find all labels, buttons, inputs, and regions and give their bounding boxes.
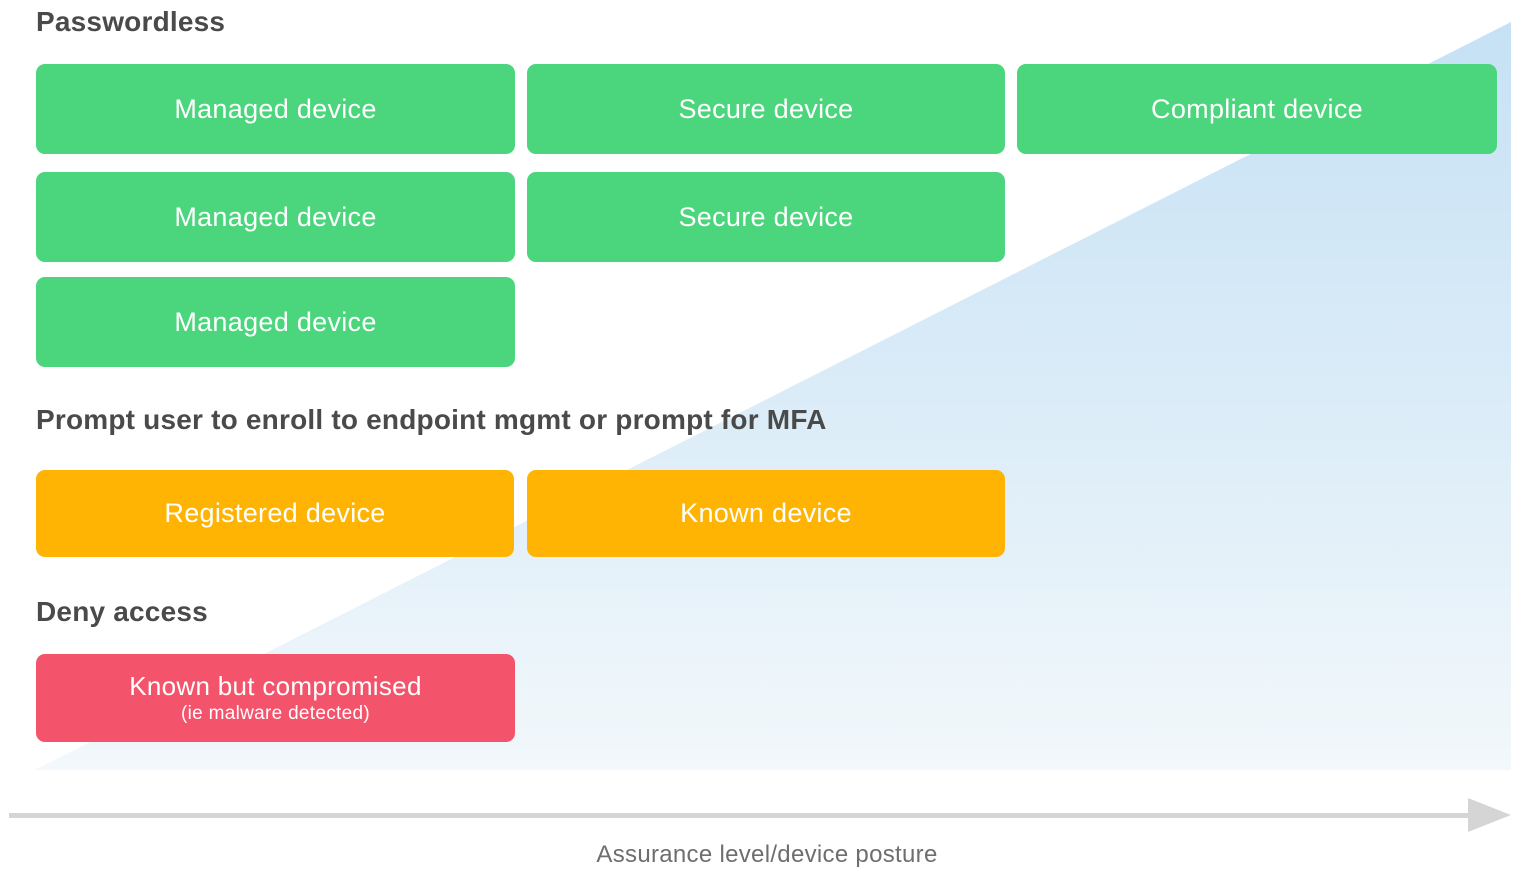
assurance-axis-label: Assurance level/device posture (596, 841, 938, 868)
box-managed-device-row1: Managed device (36, 64, 515, 154)
section-heading-deny-access: Deny access (36, 596, 208, 627)
assurance-axis-line (9, 813, 1470, 818)
section-heading-passwordless: Passwordless (36, 6, 226, 37)
box-label: Registered device (164, 498, 386, 528)
box-known-device: Known device (527, 470, 1005, 557)
box-secure-device-row2: Secure device (527, 172, 1005, 262)
box-label: Secure device (678, 201, 854, 232)
box-label: Secure device (678, 93, 854, 124)
box-compliant-device-row1: Compliant device (1017, 64, 1497, 154)
section-heading-prompt-enroll-mfa: Prompt user to enroll to endpoint mgmt o… (36, 404, 827, 435)
box-label: Managed device (174, 93, 377, 124)
box-label: Managed device (174, 306, 377, 337)
box-known-but-compromised: Known but compromised (ie malware detect… (36, 654, 515, 742)
box-label: Known device (680, 498, 852, 528)
assurance-axis-arrowhead-icon (1468, 798, 1511, 832)
box-registered-device: Registered device (36, 470, 514, 557)
box-label: Known but compromised (129, 670, 422, 701)
box-label: Compliant device (1151, 93, 1363, 124)
box-managed-device-row3: Managed device (36, 277, 515, 367)
box-secure-device-row1: Secure device (527, 64, 1005, 154)
box-sublabel: (ie malware detected) (181, 702, 370, 724)
box-managed-device-row2: Managed device (36, 172, 515, 262)
box-label: Managed device (174, 201, 377, 232)
